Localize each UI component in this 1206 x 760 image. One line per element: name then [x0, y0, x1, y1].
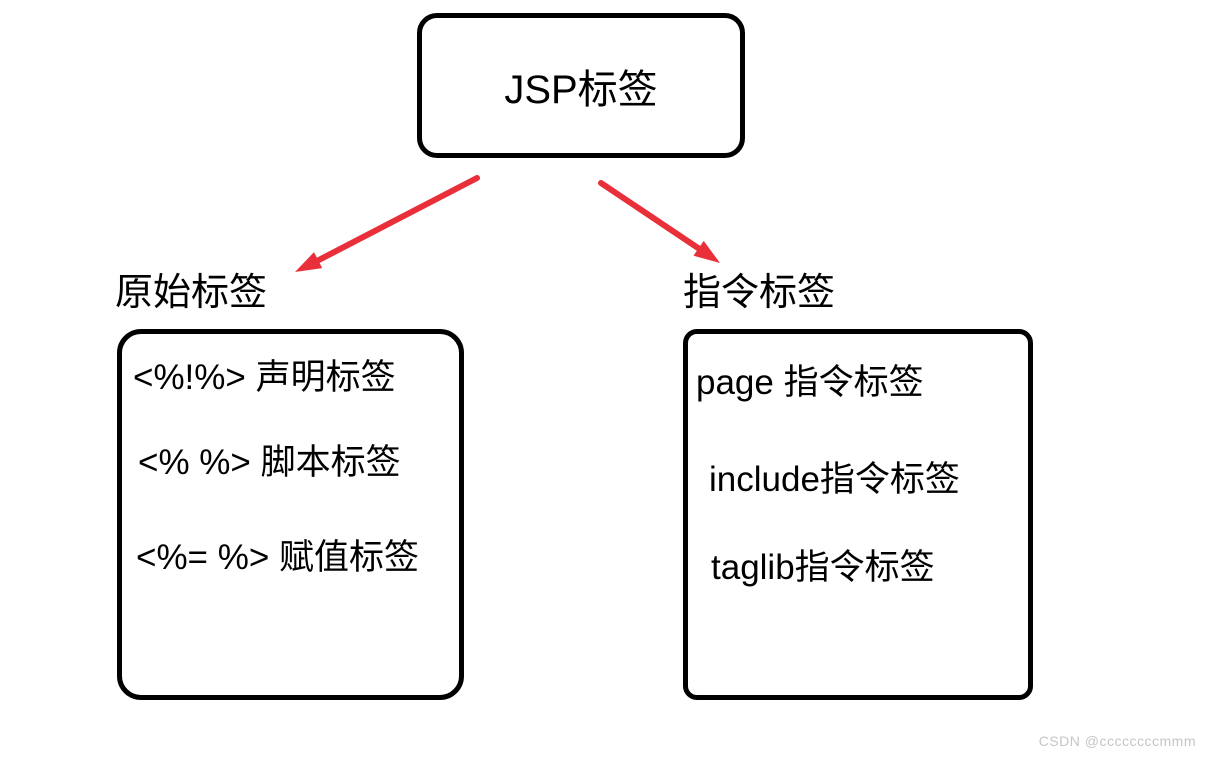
directive-tag-item-taglib: taglib指令标签 — [711, 548, 935, 587]
raw-tags-box: <%!%> 声明标签 <% %> 脚本标签 <%= %> 赋值标签 — [117, 329, 464, 700]
raw-tags-title: 原始标签 — [115, 272, 268, 314]
arrow-to-directive-tags-head-icon — [693, 240, 720, 263]
directive-tags-box: page 指令标签 include指令标签 taglib指令标签 — [683, 329, 1033, 700]
jsp-tags-root-label: JSP标签 — [504, 67, 658, 112]
arrow-to-raw-tags-line — [312, 175, 480, 265]
arrow-to-raw-tags-head-icon — [295, 252, 323, 272]
directive-tag-item-page: page 指令标签 — [696, 363, 924, 402]
raw-tag-item-expression: <%= %> 赋值标签 — [136, 538, 420, 577]
csdn-watermark: CSDN @ccccccccmmm — [1038, 733, 1196, 749]
jsp-tags-root-box: JSP标签 — [417, 13, 745, 158]
raw-tag-item-script: <% %> 脚本标签 — [138, 443, 401, 482]
raw-tag-item-declaration: <%!%> 声明标签 — [133, 358, 396, 397]
arrow-to-directive-tags-line — [598, 180, 704, 253]
directive-tags-title: 指令标签 — [683, 272, 836, 314]
directive-tag-item-include: include指令标签 — [709, 460, 960, 499]
